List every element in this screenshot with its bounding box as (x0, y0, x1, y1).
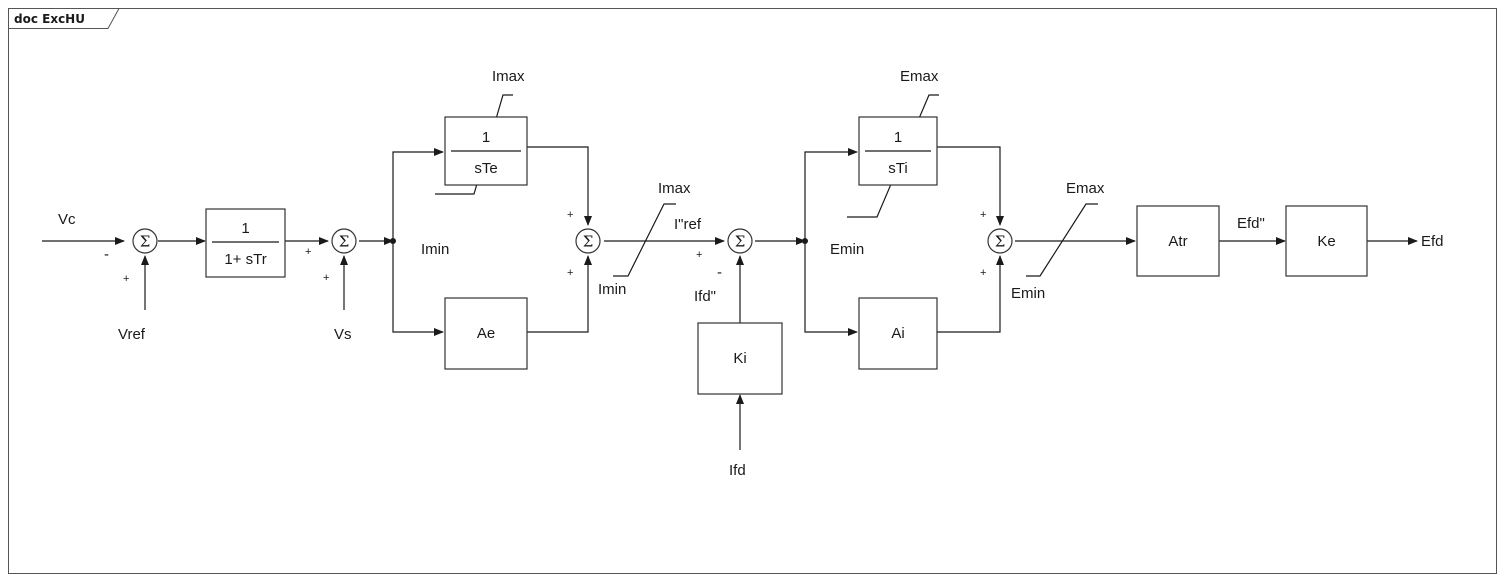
label-iref: I"ref (674, 216, 702, 233)
block-tr: 1 1+ sTr (205, 208, 286, 278)
block-ke-label: Ke (1317, 233, 1335, 250)
summer-2-symbol: Σ (339, 233, 350, 251)
label-emin-limiter: Emin (1011, 285, 1045, 302)
block-ki-label: Ki (733, 350, 746, 367)
excitation-block-diagram: doc ExcHU (8, 8, 1497, 574)
label-imin-integrator: Imin (421, 241, 449, 258)
label-ifd-double-prime: Ifd" (694, 288, 716, 305)
label-emax-limiter: Emax (1066, 180, 1105, 197)
frame-border (8, 8, 1497, 574)
block-ae-label: Ae (477, 325, 495, 342)
label-imax-limiter: Imax (658, 180, 691, 197)
sign-s1-bottom: + (123, 273, 129, 285)
summer-5-symbol: Σ (995, 233, 1006, 251)
label-vref: Vref (118, 326, 146, 343)
block-te-denominator: sTe (474, 160, 497, 177)
sign-s2-bottom: + (323, 272, 329, 284)
label-efd-double-prime: Efd" (1237, 215, 1265, 232)
summer-4-symbol: Σ (735, 233, 746, 251)
junction-dot (802, 238, 808, 244)
label-efd: Efd (1421, 233, 1444, 250)
block-atr-label: Atr (1168, 233, 1187, 250)
sign-s1-left: - (104, 246, 109, 263)
block-ki: Ki (697, 322, 783, 395)
label-emin-integrator: Emin (830, 241, 864, 258)
block-ti: 1 sTi (858, 116, 938, 186)
block-tr-denominator: 1+ sTr (224, 251, 266, 268)
label-vc: Vc (58, 211, 76, 228)
diagram-title: doc ExcHU (14, 12, 85, 26)
summer-1-symbol: Σ (140, 233, 151, 251)
block-ai-label: Ai (891, 325, 904, 342)
block-te-numerator: 1 (482, 129, 490, 146)
summer-2: Σ (331, 228, 357, 254)
summer-3-symbol: Σ (583, 233, 594, 251)
label-imin-limiter: Imin (598, 281, 626, 298)
label-imax-integrator: Imax (492, 68, 525, 85)
block-te: 1 sTe (444, 116, 528, 186)
sign-s5-top: + (980, 209, 986, 221)
block-ti-numerator: 1 (894, 129, 902, 146)
label-emax-integrator: Emax (900, 68, 939, 85)
label-vs: Vs (334, 326, 352, 343)
block-ai: Ai (858, 297, 938, 370)
block-ke: Ke (1285, 205, 1368, 277)
junction-dot (390, 238, 396, 244)
diagram-frame: doc ExcHU (8, 8, 1497, 574)
sign-s3-top: + (567, 209, 573, 221)
sign-s2-left: + (305, 246, 311, 258)
summer-1: Σ (132, 228, 158, 254)
sign-s4-left: + (696, 249, 702, 261)
sign-s4-bottom: - (717, 264, 722, 281)
title-tab (8, 8, 120, 29)
signal-wires (42, 146, 1418, 450)
block-ae: Ae (444, 297, 528, 370)
block-ti-denominator: sTi (888, 160, 907, 177)
sign-s5-bottom: + (980, 267, 986, 279)
label-ifd: Ifd (729, 462, 746, 479)
summer-5: Σ (987, 228, 1013, 254)
summer-4: Σ (727, 228, 753, 254)
sign-s3-bottom: + (567, 267, 573, 279)
block-tr-numerator: 1 (241, 220, 249, 237)
summer-3: Σ (575, 228, 601, 254)
block-atr: Atr (1136, 205, 1220, 277)
